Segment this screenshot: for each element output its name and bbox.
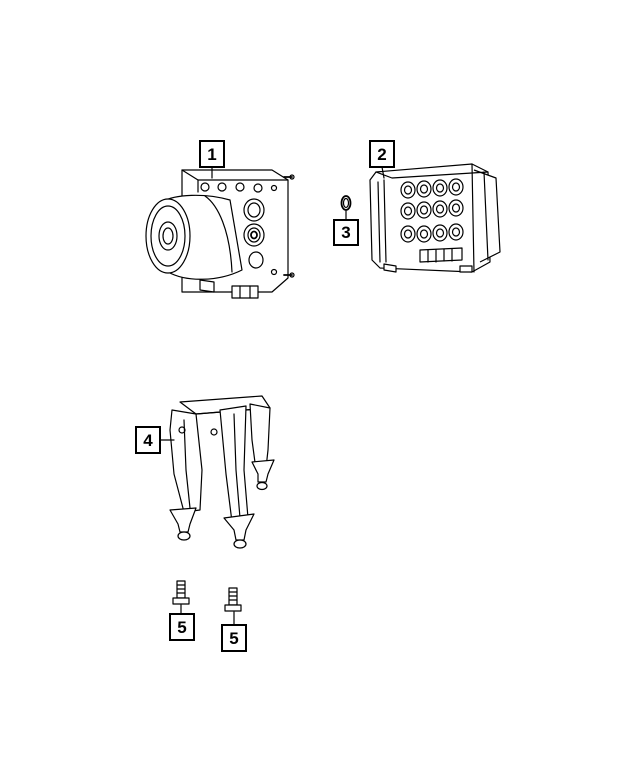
callout-4-label: 4 xyxy=(143,431,153,450)
callout-1-label: 1 xyxy=(207,145,216,164)
callout-4[interactable]: 4 xyxy=(135,426,161,454)
callout-5b[interactable]: 5 xyxy=(221,624,247,652)
callout-1[interactable]: 1 xyxy=(199,140,225,168)
bolt-icon xyxy=(172,580,190,605)
o-ring-seal-icon xyxy=(340,195,352,211)
abs-control-module-icon xyxy=(369,163,501,273)
callout-2-label: 2 xyxy=(377,145,386,164)
callout-5a[interactable]: 5 xyxy=(169,613,195,641)
bolt-icon xyxy=(224,587,242,612)
callout-2[interactable]: 2 xyxy=(369,140,395,168)
callout-3[interactable]: 3 xyxy=(333,219,359,246)
callout-5a-label: 5 xyxy=(177,618,186,637)
abs-modulator-unit-icon xyxy=(145,169,295,299)
leader-line-2 xyxy=(381,166,385,179)
callout-5b-label: 5 xyxy=(229,629,238,648)
mounting-bracket-icon xyxy=(169,395,275,549)
callout-3-label: 3 xyxy=(341,223,350,242)
